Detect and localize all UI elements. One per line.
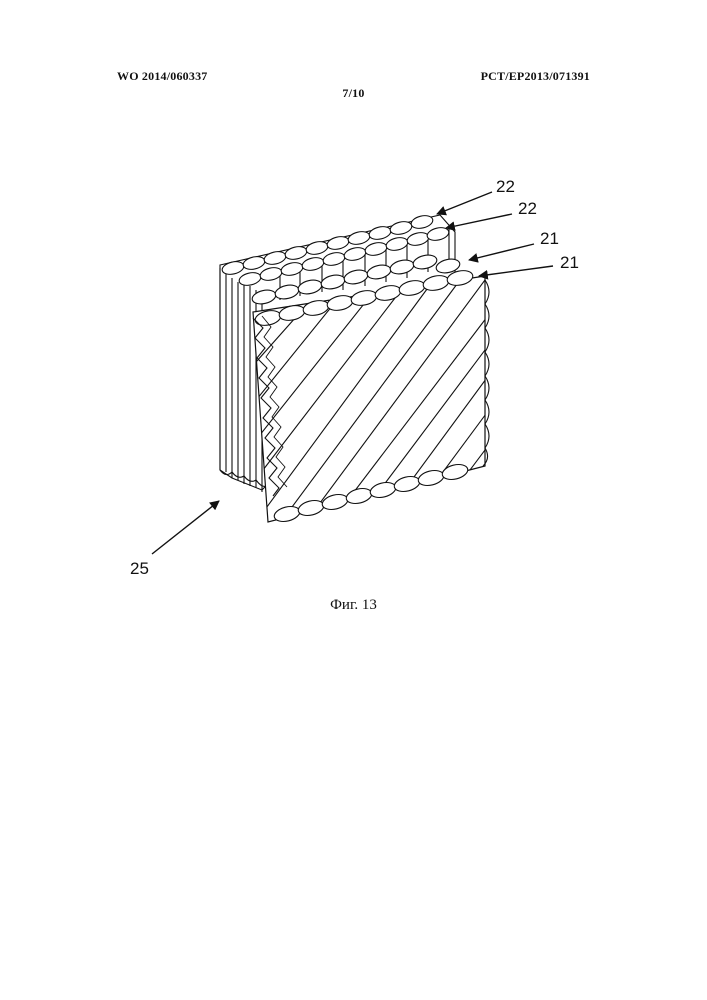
ref-label-22-inner: 22 bbox=[518, 199, 537, 218]
ref-label-21-outer: 21 bbox=[560, 253, 579, 272]
ref-label-21-inner: 21 bbox=[540, 229, 559, 248]
front-fiber-layer bbox=[240, 268, 500, 530]
figure-caption: Фиг. 13 bbox=[0, 597, 707, 614]
ref-label-25: 25 bbox=[130, 559, 149, 578]
ref-label-22-outer: 22 bbox=[496, 177, 515, 196]
